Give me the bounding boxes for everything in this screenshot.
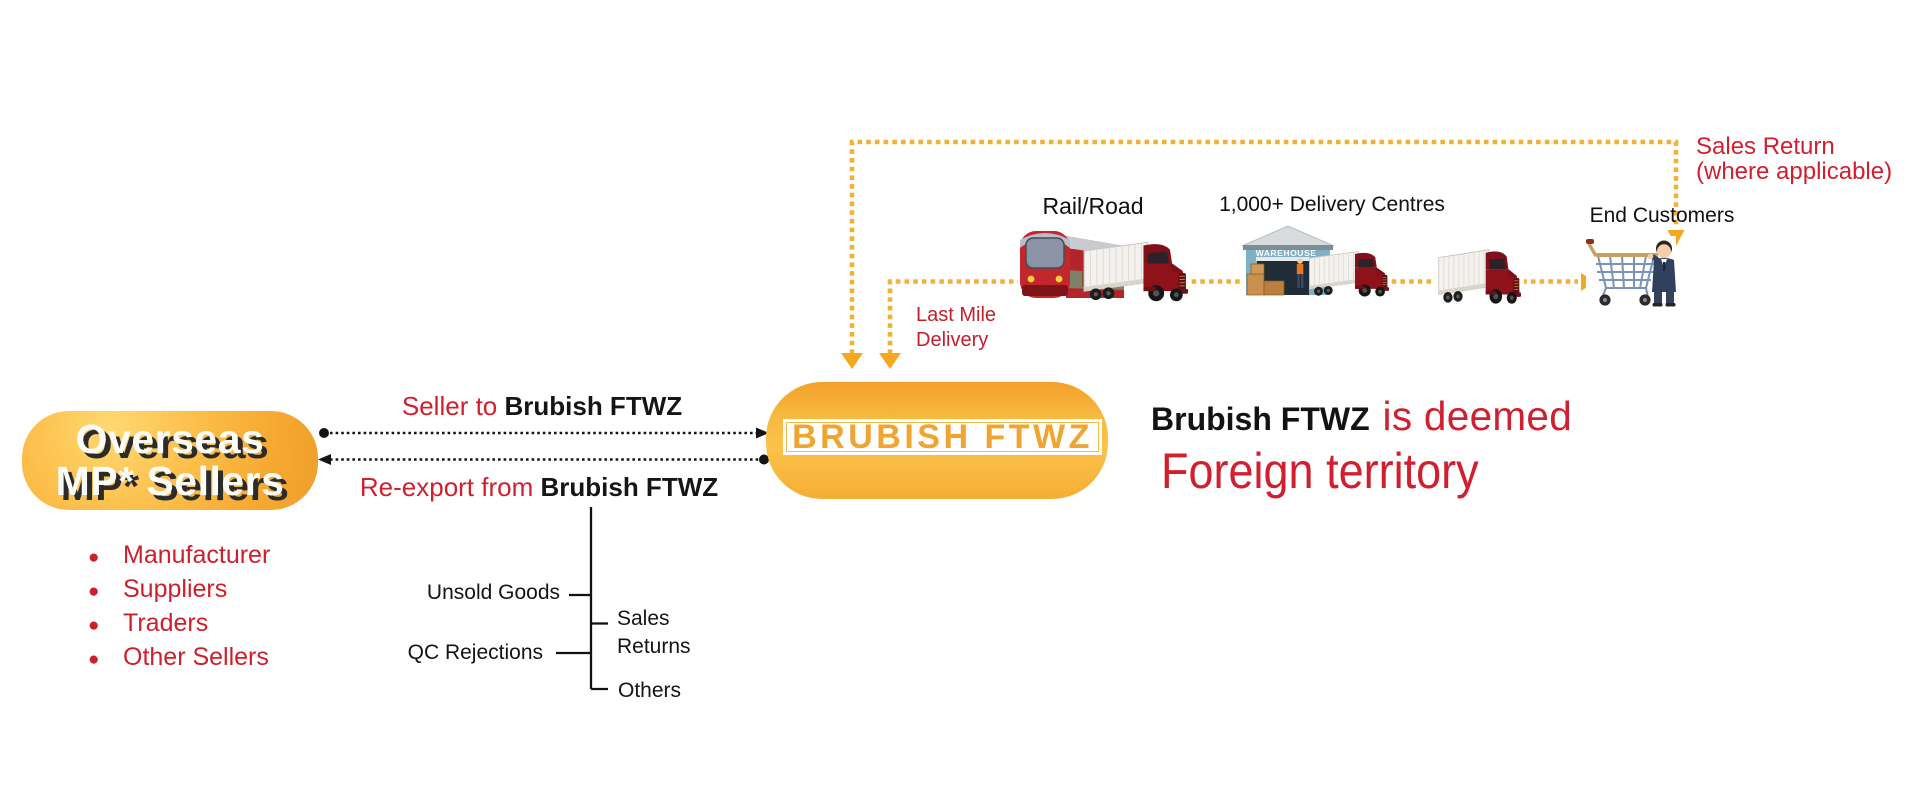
svg-text:WAREHOUSE: WAREHOUSE bbox=[1256, 248, 1317, 258]
